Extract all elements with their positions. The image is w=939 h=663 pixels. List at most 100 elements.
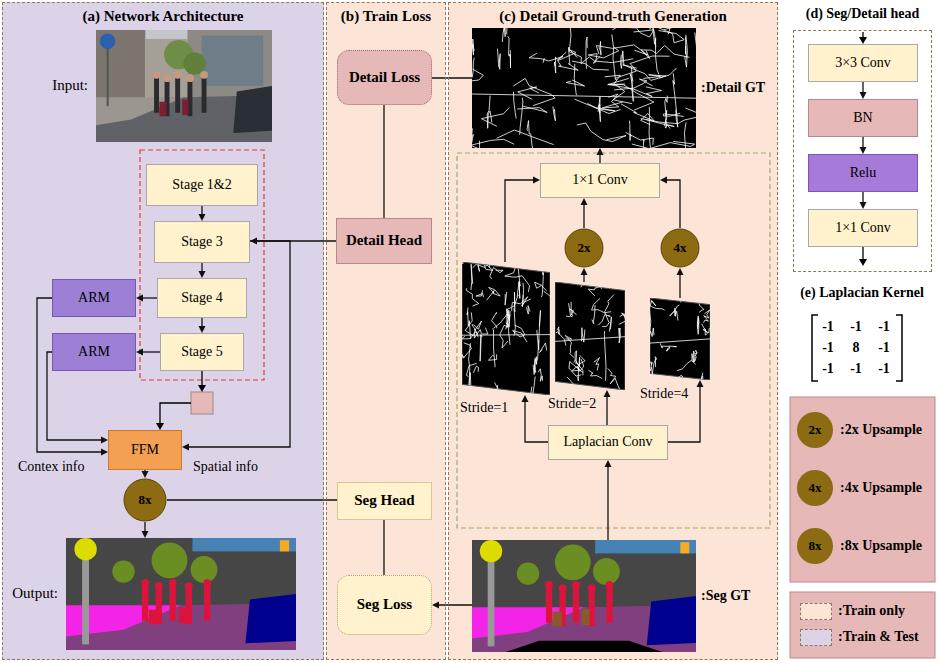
drawing-part bbox=[513, 78, 555, 105]
connector bbox=[860, 137, 867, 154]
stage-box: Stage 5 bbox=[160, 333, 244, 371]
drawing-part bbox=[594, 358, 600, 371]
node-label: ARM bbox=[78, 290, 110, 306]
drawing-part bbox=[527, 121, 534, 148]
node-label: Detail Loss bbox=[349, 69, 420, 86]
node-label: 1×1 Conv bbox=[835, 220, 891, 236]
connector bbox=[384, 105, 385, 218]
drawing-part bbox=[201, 318, 202, 326]
wire bbox=[862, 247, 863, 260]
drawing-part bbox=[653, 28, 659, 74]
label-slot: :8x Upsample bbox=[840, 538, 922, 554]
label-slot: Contex info bbox=[18, 459, 85, 475]
drawing-part bbox=[588, 286, 610, 296]
drawing-part bbox=[439, 604, 472, 605]
connector bbox=[384, 520, 385, 575]
node-label: BN bbox=[853, 110, 872, 126]
label-slot: -1 bbox=[878, 340, 890, 356]
legend-panel bbox=[790, 592, 935, 658]
connector bbox=[167, 500, 337, 501]
drawing-part bbox=[650, 298, 710, 380]
drawing-part bbox=[541, 262, 543, 297]
arm-box: ARM bbox=[52, 279, 136, 317]
drawing-part bbox=[432, 77, 472, 78]
drawing-part bbox=[545, 581, 553, 589]
drawing-part bbox=[668, 28, 684, 34]
drawing-part bbox=[505, 265, 530, 292]
drawing-part bbox=[520, 98, 523, 135]
drawing-part bbox=[670, 375, 691, 380]
drawing-part bbox=[540, 343, 547, 353]
drawing-part bbox=[202, 36, 264, 86]
drawing-part bbox=[466, 363, 476, 376]
drawing-part bbox=[432, 602, 439, 609]
illustration bbox=[96, 30, 272, 142]
drawing-part bbox=[204, 585, 210, 621]
drawing-part bbox=[37, 298, 101, 452]
drawing-part bbox=[174, 71, 182, 79]
drawing-part bbox=[506, 641, 663, 652]
drawing-part bbox=[680, 298, 681, 302]
drawing-part bbox=[583, 390, 593, 391]
drawing-part bbox=[573, 587, 579, 623]
drawing-part bbox=[505, 292, 507, 305]
connector bbox=[199, 318, 206, 333]
drawing-part bbox=[651, 357, 656, 375]
drawing-part bbox=[492, 329, 495, 367]
connector bbox=[142, 522, 149, 538]
drawing-part bbox=[555, 545, 591, 581]
node-label: Seg Loss bbox=[357, 596, 412, 613]
arrowhead bbox=[156, 423, 164, 430]
drawing-part bbox=[599, 41, 601, 55]
drawing-part bbox=[546, 587, 552, 623]
drawing-part bbox=[155, 582, 163, 590]
drawing-part bbox=[154, 77, 159, 113]
node-label: 2x bbox=[578, 241, 591, 256]
drawing-part bbox=[472, 139, 514, 148]
input-image: Input: bbox=[96, 30, 272, 142]
drawing-part bbox=[702, 324, 710, 335]
text-label: -1 bbox=[822, 361, 834, 377]
drawing-part bbox=[595, 540, 696, 553]
drawing-part bbox=[185, 582, 193, 590]
drawing-part bbox=[480, 540, 502, 562]
drawing-part bbox=[576, 359, 584, 376]
text-label: Contex info bbox=[18, 459, 85, 475]
legend-text: :Train & Test bbox=[838, 629, 919, 645]
upsample-symbol bbox=[797, 528, 833, 564]
drawing-part bbox=[199, 271, 206, 278]
ffm-box: FFM bbox=[108, 430, 182, 470]
connector bbox=[860, 192, 867, 209]
drawing-part bbox=[619, 28, 684, 43]
node-label: 3×3 Conv bbox=[835, 55, 891, 71]
label-slot: :2x Upsample bbox=[840, 422, 922, 438]
loss-box: Detail Loss bbox=[337, 50, 432, 105]
panel-ground bbox=[326, 2, 446, 660]
drawing-part bbox=[575, 355, 585, 364]
drawing-part bbox=[660, 343, 677, 348]
drawing-part bbox=[609, 282, 616, 289]
drawing-part bbox=[502, 28, 505, 42]
drawing-part bbox=[684, 122, 686, 148]
arrowhead bbox=[859, 259, 867, 266]
node-label: Stride=1 bbox=[460, 400, 508, 416]
node-label: 1×1 Conv bbox=[572, 172, 628, 188]
label-slot: Spatial info bbox=[193, 459, 258, 475]
text-label: -1 bbox=[850, 361, 862, 377]
drawing-part bbox=[517, 264, 520, 299]
drawing-part bbox=[612, 28, 653, 37]
drawing-part bbox=[472, 94, 696, 98]
drawing-part bbox=[621, 51, 624, 69]
drawing-part bbox=[142, 471, 149, 478]
drawing-part bbox=[606, 397, 607, 425]
drawing-part bbox=[471, 264, 473, 290]
drawing-part bbox=[602, 295, 614, 327]
drawing-part bbox=[522, 395, 529, 402]
illustration bbox=[555, 282, 625, 390]
drawing-part bbox=[467, 308, 470, 340]
drawing-part bbox=[666, 347, 670, 351]
conv-box: 1×1 Conv bbox=[808, 209, 918, 247]
pooling-square bbox=[191, 392, 213, 414]
drawing-part bbox=[661, 229, 699, 267]
label-slot: 8 bbox=[853, 340, 860, 356]
